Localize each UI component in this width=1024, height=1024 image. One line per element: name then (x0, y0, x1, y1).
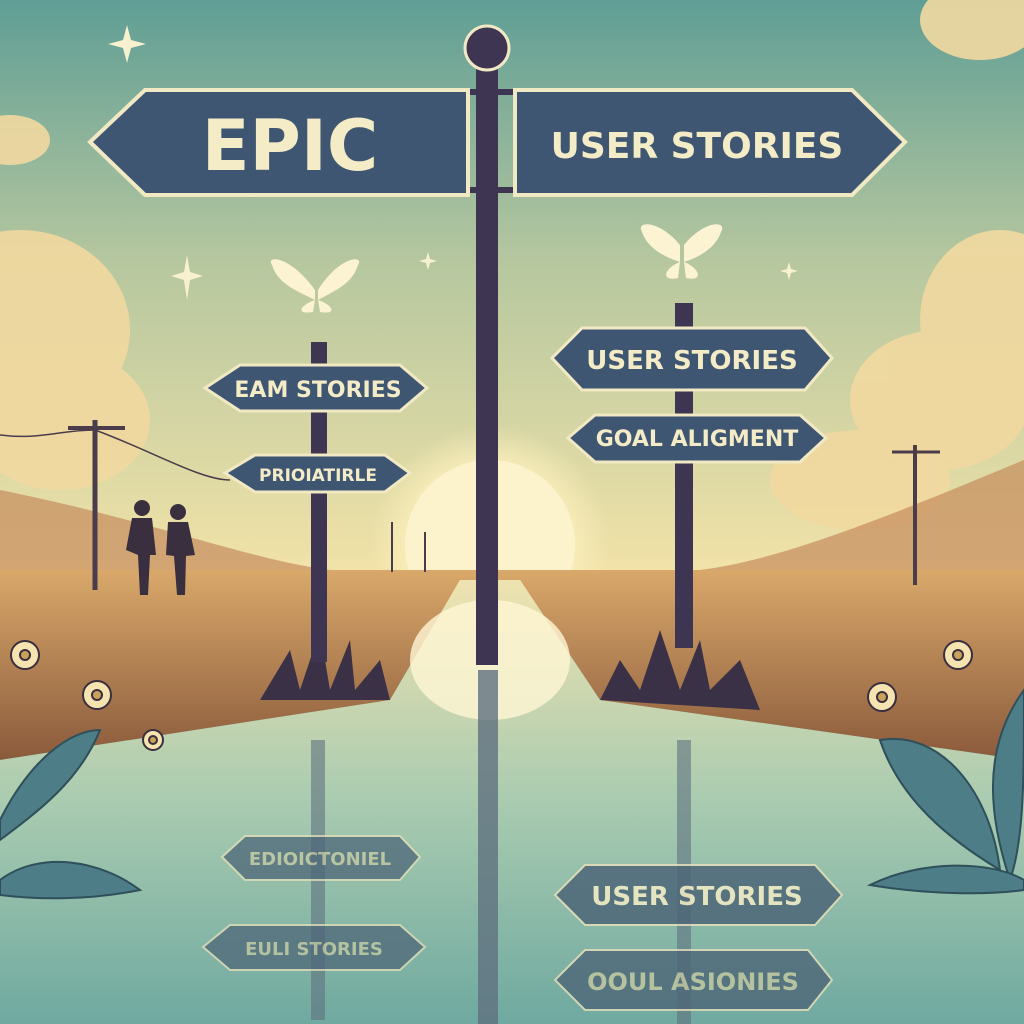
sign-user-stories-label: USER STORIES (586, 346, 797, 376)
left-pole (311, 342, 327, 662)
sparkle-icons (108, 25, 798, 300)
power-poles (0, 420, 940, 590)
reflection-sign-left-bottom: EULI STORIES (201, 924, 427, 971)
clouds (0, 0, 1024, 530)
leaves (0, 688, 1024, 900)
sign-user-stories: USER STORIES (549, 326, 834, 392)
sign-user-stories-main-label: USER STORIES (551, 126, 844, 167)
reflection-sign-right-top: USER STORIES (553, 864, 844, 926)
sign-epic-label: EPIC (202, 105, 379, 187)
reflection-left-bottom-label: EULI STORIES (245, 939, 383, 960)
reflection-sign-right-bottom: OOUL ASIONIES (553, 949, 834, 1011)
sign-prioritize: PRIOIATIRLE (222, 453, 413, 494)
ground (0, 570, 1024, 760)
reflection-left-top-label: EDIOICTONIEL (249, 849, 391, 870)
sign-user-stories-main: USER STORIES (513, 88, 908, 197)
grass (260, 630, 760, 710)
main-pole (476, 60, 498, 665)
sign-prioritize-label: PRIOIATIRLE (259, 466, 377, 486)
sign-team-stories: EAM STORIES (202, 363, 430, 413)
sign-epic: EPIC (87, 88, 470, 197)
flower-icons (10, 640, 973, 751)
sign-team-stories-label: EAM STORIES (234, 378, 401, 403)
people-silhouettes (126, 500, 195, 595)
butterfly-icon (270, 224, 723, 313)
sign-goal-alignment-label: GOAL ALIGMENT (596, 427, 799, 452)
sign-goal-alignment: GOAL ALIGMENT (565, 413, 829, 464)
pole-finial (463, 24, 511, 72)
reflection-right-top-label: USER STORIES (591, 882, 802, 912)
reflection-right-bottom-label: OOUL ASIONIES (587, 968, 799, 996)
reflection-sign-left-top: EDIOICTONIEL (220, 835, 422, 881)
